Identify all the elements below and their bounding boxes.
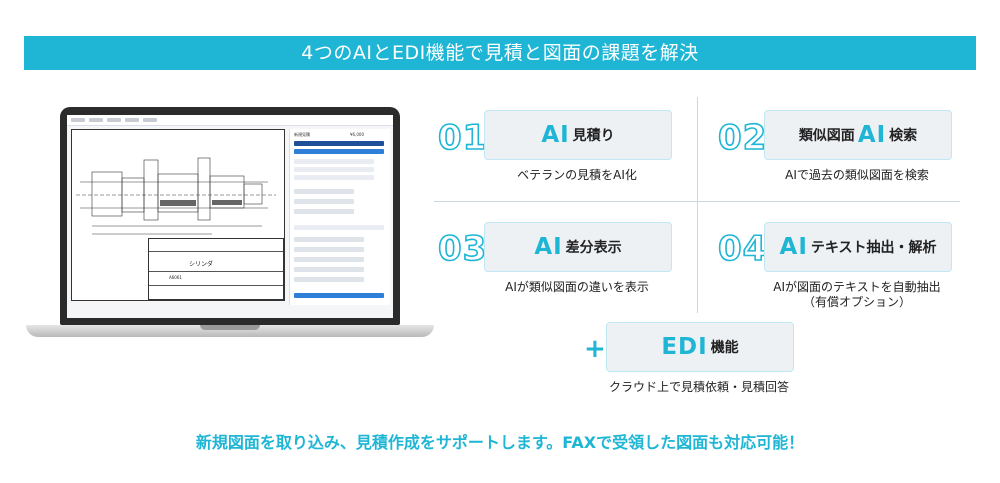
panel-title: 新規見積 [294, 132, 310, 137]
toolbar-item[interactable] [89, 118, 103, 122]
title-block: シリンダ A6061 [148, 238, 284, 300]
feature-box-ai-estimate: AI 見積り [484, 110, 672, 160]
ai-label: AI [779, 234, 808, 260]
panel-field[interactable] [294, 159, 374, 164]
footer-tagline: 新規図面を取り込み、見積作成をサポートします。FAXで受領した図面も対応可能！ [195, 433, 805, 452]
feature-box-text-extract: AI テキスト抽出・解析 [764, 222, 952, 272]
laptop-lid: シリンダ A6061 新規見積 ¥6,000 [60, 107, 400, 325]
panel-field[interactable] [294, 167, 374, 172]
panel-field[interactable] [294, 247, 364, 252]
ai-label: AI [857, 122, 887, 148]
panel-field[interactable] [294, 257, 364, 262]
grid-divider-horizontal [434, 201, 960, 202]
part-name: シリンダ [189, 261, 214, 268]
feature-label: テキスト抽出・解析 [810, 240, 937, 256]
grid-divider-vertical [697, 97, 698, 313]
ai-label: AI [534, 234, 563, 260]
feature-box-diff-display: AI 差分表示 [484, 222, 672, 272]
feature-label: 差分表示 [565, 240, 622, 256]
panel-submit-button[interactable] [294, 293, 384, 298]
feature-number-04: 04 [717, 228, 768, 270]
panel-field[interactable] [294, 199, 354, 204]
feature-desc: ベテランの見積をAI化 [517, 168, 637, 182]
plus-icon: + [584, 334, 606, 364]
laptop-notch [200, 325, 260, 330]
feature-label: 機能 [710, 340, 739, 356]
feature-desc: クラウド上で見積依頼・見積回答 [608, 380, 789, 394]
feature-number-03: 03 [437, 228, 488, 270]
feature-box-similar-search: 類似図面 AI 検索 [764, 110, 952, 160]
panel-field[interactable] [294, 189, 354, 194]
panel-field[interactable] [294, 237, 364, 242]
panel-tab-bar[interactable] [294, 149, 384, 154]
feature-number-02: 02 [717, 117, 768, 159]
feature-desc-note: （有償オプション） [802, 295, 911, 309]
feature-label: 見積り [572, 128, 615, 144]
cad-drawing: シリンダ A6061 [71, 129, 285, 301]
feature-desc: AIで過去の類似図面を検索 [785, 168, 929, 182]
drawing-lines [76, 157, 276, 235]
laptop-mockup: シリンダ A6061 新規見積 ¥6,000 [26, 107, 434, 343]
panel-field[interactable] [294, 175, 374, 180]
feature-box-edi: EDI 機能 [606, 322, 794, 372]
laptop-base [26, 325, 434, 337]
feature-desc: AIが図面のテキストを自動抽出 [773, 280, 941, 294]
edi-label: EDI [661, 334, 708, 360]
app-toolbar [67, 115, 393, 126]
toolbar-item[interactable] [71, 118, 85, 122]
toolbar-item[interactable] [143, 118, 157, 122]
panel-header-bar [294, 141, 384, 146]
panel-field[interactable] [294, 267, 364, 272]
panel-section [294, 225, 384, 230]
feature-number-01: 01 [437, 117, 488, 159]
panel-field[interactable] [294, 277, 364, 282]
feature-desc: AIが類似図面の違いを表示 [505, 280, 649, 294]
feature-label: 検索 [889, 128, 918, 144]
app-screenshot: シリンダ A6061 新規見積 ¥6,000 [67, 115, 393, 318]
header-banner: 4つのAIとEDI機能で見積と図面の課題を解決 [24, 36, 976, 70]
estimate-panel: 新規見積 ¥6,000 [289, 129, 390, 305]
feature-label-pre: 類似図面 [798, 128, 855, 144]
toolbar-item[interactable] [125, 118, 139, 122]
material-text: A6061 [169, 275, 182, 280]
ai-label: AI [541, 122, 570, 148]
panel-price: ¥6,000 [350, 132, 364, 137]
panel-field[interactable] [294, 209, 354, 214]
toolbar-item[interactable] [107, 118, 121, 122]
